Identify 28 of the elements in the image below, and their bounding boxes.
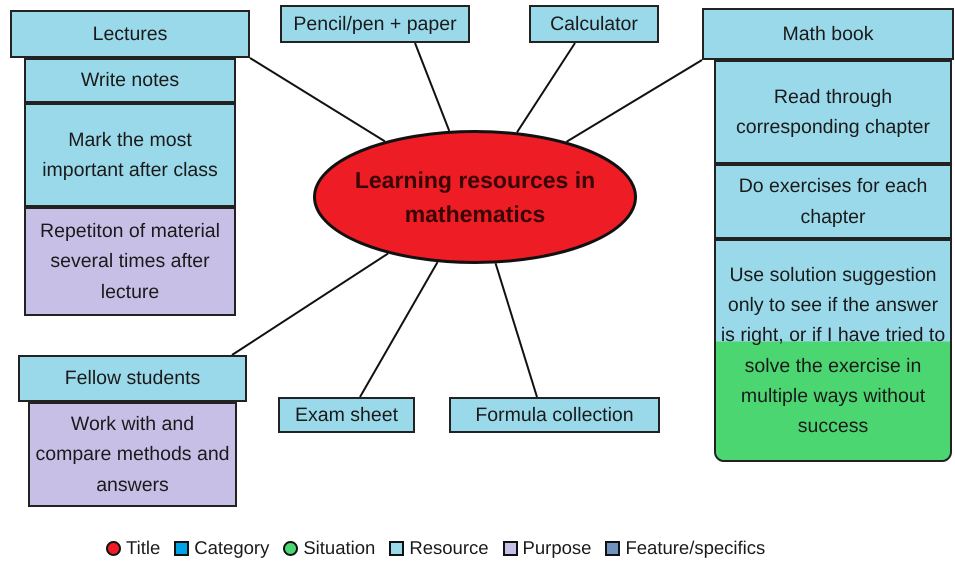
item-box: Work with and compare methods and answers bbox=[28, 402, 237, 507]
legend-label: Feature/specifics bbox=[625, 537, 766, 559]
legend-label: Title bbox=[126, 537, 160, 559]
legend-label: Purpose bbox=[522, 537, 592, 559]
category-box: Lectures bbox=[10, 10, 250, 58]
category-box: Calculator bbox=[529, 5, 659, 43]
connector-line bbox=[231, 252, 389, 356]
title-text: Learning resources in mathematics bbox=[354, 166, 596, 229]
category-box: Pencil/pen + paper bbox=[280, 5, 470, 43]
connector-line bbox=[494, 263, 538, 398]
connector-line bbox=[249, 57, 386, 142]
category-box: Formula collection bbox=[449, 397, 660, 433]
connector-line bbox=[566, 59, 703, 143]
item-box: Write notes bbox=[24, 58, 236, 103]
item-box: Do exercises for each chapter bbox=[714, 164, 952, 239]
connector-line bbox=[414, 42, 450, 132]
connector-line bbox=[359, 262, 438, 398]
legend-label: Category bbox=[194, 537, 270, 559]
item-box: Repetiton of material several times after lecture bbox=[24, 207, 236, 316]
legend-label: Resource bbox=[409, 537, 489, 559]
category-box: Fellow students bbox=[18, 355, 247, 402]
item-box: Mark the most important after class bbox=[24, 103, 236, 207]
item-box: Read through corresponding chapter bbox=[714, 60, 952, 164]
category-box: Exam sheet bbox=[278, 397, 415, 433]
item-box: Use solution suggestion only to see if the answer is right, or if I have tried to solve the exercise in multiple ways without success bbox=[714, 239, 952, 462]
connector-line bbox=[516, 42, 576, 133]
legend-label: Situation bbox=[303, 537, 376, 559]
category-box: Math book bbox=[702, 8, 954, 60]
